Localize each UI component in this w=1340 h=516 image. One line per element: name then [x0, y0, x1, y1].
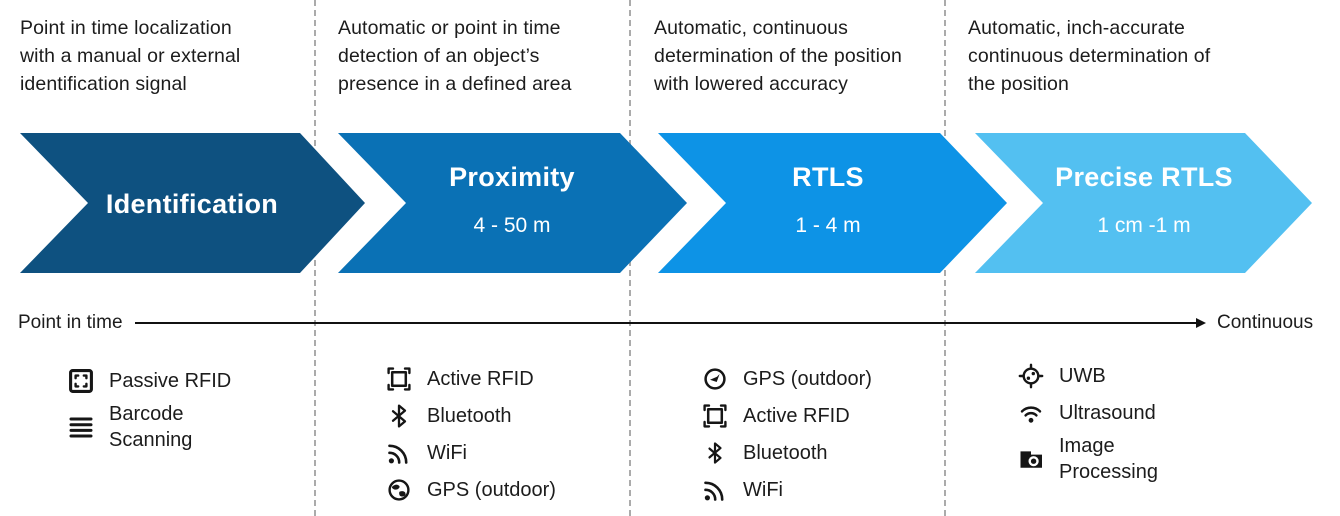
- stage-arrow-proximity: [338, 133, 687, 273]
- stage-label-identification: Identification: [32, 188, 352, 220]
- tech-item: GPS (outdoor): [700, 360, 872, 397]
- stage-arrow-precise-rtls: [975, 133, 1312, 273]
- stage-arrow-identification: [20, 133, 365, 273]
- tech-list-proximity: Active RFID Bluetooth WiFi: [384, 360, 556, 508]
- tech-item: Active RFID: [384, 360, 556, 397]
- compass-icon: [700, 366, 730, 392]
- stage-description: Automatic, continuous determination of t…: [654, 17, 902, 95]
- active-rfid-icon: [700, 403, 730, 429]
- tech-label: Active RFID: [427, 367, 534, 390]
- barcode-icon: [66, 414, 96, 440]
- tech-item: GPS (outdoor): [384, 471, 556, 508]
- stage-description: Automatic or point in time detection of …: [338, 17, 572, 95]
- stage-arrow-rtls: [658, 133, 1007, 273]
- tech-item: Barcode Scanning: [66, 399, 231, 455]
- axis-right-label: Continuous: [1217, 312, 1314, 333]
- tech-label: Passive RFID: [109, 369, 232, 392]
- stage-description: Point in time localization with a manual…: [20, 17, 241, 95]
- tech-label: WiFi: [427, 441, 467, 464]
- bluetooth-icon: [384, 403, 414, 429]
- tech-item: Bluetooth: [700, 434, 872, 471]
- tech-item: Image Processing: [1016, 431, 1158, 487]
- stage-title: Proximity: [449, 162, 575, 192]
- tech-label: UWB: [1059, 364, 1106, 387]
- stage-title: Precise RTLS: [1055, 162, 1233, 192]
- tech-item: WiFi: [700, 471, 872, 508]
- tech-item: Bluetooth: [384, 397, 556, 434]
- tech-list-precise-rtls: UWB Ultrasound Image Processing: [1016, 357, 1158, 487]
- stage-label-rtls: RTLS 1 - 4 m: [668, 161, 988, 239]
- stage-title: Identification: [105, 189, 279, 219]
- tech-label: WiFi: [743, 478, 783, 501]
- tech-label: Ultrasound: [1059, 401, 1156, 424]
- camera-icon: [1016, 446, 1046, 472]
- stage-range: 1 cm -1 m: [1097, 214, 1191, 237]
- stage-description: Automatic, inch-accurate continuous dete…: [968, 17, 1211, 95]
- globe-icon: [384, 477, 414, 503]
- timeline-axis-line: [135, 322, 1196, 324]
- stage-label-proximity: Proximity 4 - 50 m: [352, 161, 672, 239]
- tech-label: Image Processing: [1059, 435, 1158, 483]
- tech-label: GPS (outdoor): [743, 367, 872, 390]
- tech-item: Active RFID: [700, 397, 872, 434]
- tech-label: GPS (outdoor): [427, 478, 556, 501]
- stage-range: 1 - 4 m: [795, 214, 861, 237]
- tech-list-rtls: GPS (outdoor) Active RFID Bluetooth: [700, 360, 872, 508]
- ultrasound-icon: [1016, 400, 1046, 426]
- tech-label: Barcode Scanning: [109, 403, 193, 451]
- wifi-signal-icon: [700, 477, 730, 503]
- tech-list-identification: Passive RFID Barcode Scanning: [66, 362, 231, 455]
- stage-title: RTLS: [792, 162, 864, 192]
- tech-label: Active RFID: [743, 404, 850, 427]
- bluetooth-icon: [700, 441, 730, 465]
- stage-label-precise-rtls: Precise RTLS 1 cm -1 m: [984, 161, 1304, 239]
- uwb-target-icon: [1016, 363, 1046, 389]
- stage-arrow-band: [20, 133, 1312, 273]
- axis-left-label: Point in time: [18, 312, 123, 333]
- tech-item: Passive RFID: [66, 362, 231, 399]
- stage-range: 4 - 50 m: [473, 214, 551, 237]
- tech-item: WiFi: [384, 434, 556, 471]
- dashed-divider: [314, 0, 316, 516]
- timeline-arrowhead-icon: [1196, 318, 1206, 328]
- tech-item: Ultrasound: [1016, 394, 1158, 431]
- wifi-signal-icon: [384, 440, 414, 466]
- tech-item: UWB: [1016, 357, 1158, 394]
- tech-label: Bluetooth: [743, 441, 828, 464]
- tech-label: Bluetooth: [427, 404, 512, 427]
- rfid-tag-icon: [66, 368, 96, 394]
- active-rfid-icon: [384, 366, 414, 392]
